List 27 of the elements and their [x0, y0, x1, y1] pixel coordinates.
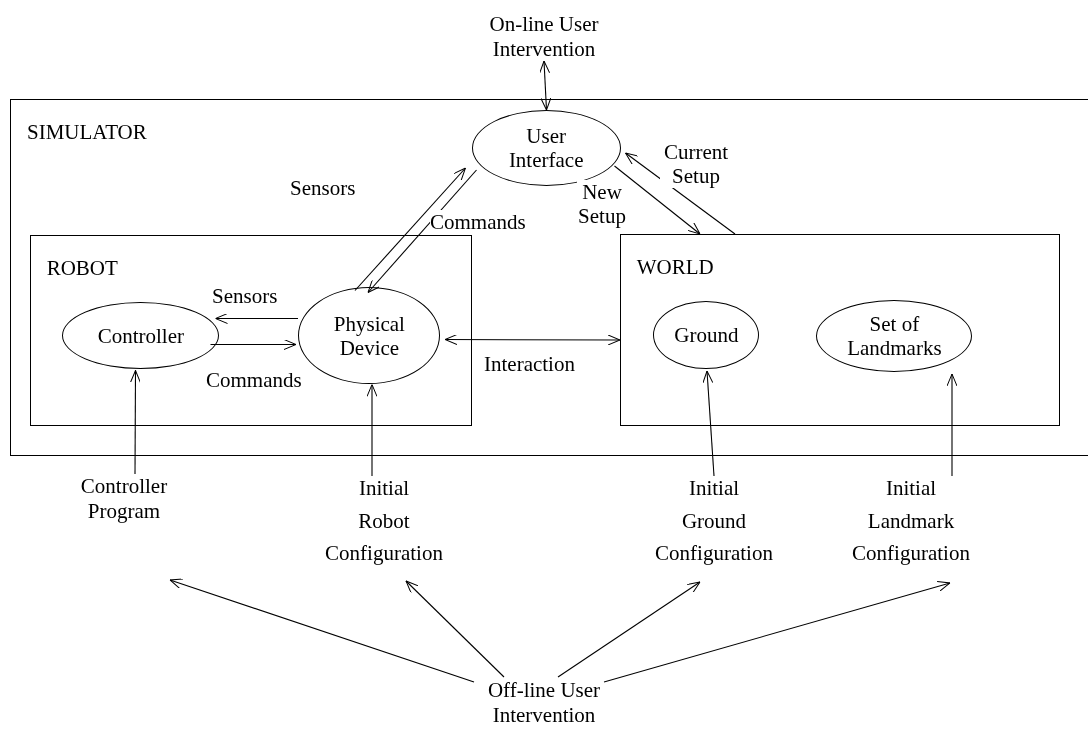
- arrow: [946, 373, 958, 477]
- container-box: [619, 233, 1060, 426]
- arrow: [557, 581, 701, 678]
- arrow: [129, 369, 141, 475]
- text-label: On-line User Intervention: [474, 12, 614, 62]
- box-heading: WORLD: [636, 254, 714, 280]
- arrow: [613, 165, 701, 235]
- text-label: Initial Landmark Configuration: [831, 472, 991, 580]
- box-heading: SIMULATOR: [27, 120, 147, 145]
- arrow: [354, 167, 467, 292]
- arrow: [444, 334, 621, 346]
- arrow: [209, 339, 297, 350]
- text-label: Initial Robot Configuration: [304, 472, 464, 580]
- arrow: [169, 578, 475, 683]
- box-heading: ROBOT: [46, 255, 118, 281]
- arrow: [603, 581, 951, 683]
- text-label: Controller Program: [64, 474, 184, 526]
- arrow: [702, 370, 715, 477]
- arrow: [624, 152, 736, 235]
- arrow: [367, 169, 478, 294]
- edge-label: New Setup: [577, 180, 627, 229]
- text-label: Off-line User Intervention: [474, 678, 614, 730]
- arrow: [214, 313, 299, 324]
- text-label: Initial Ground Configuration: [634, 472, 794, 580]
- arrow: [539, 60, 552, 111]
- arrow: [405, 580, 505, 678]
- arrow: [366, 383, 378, 477]
